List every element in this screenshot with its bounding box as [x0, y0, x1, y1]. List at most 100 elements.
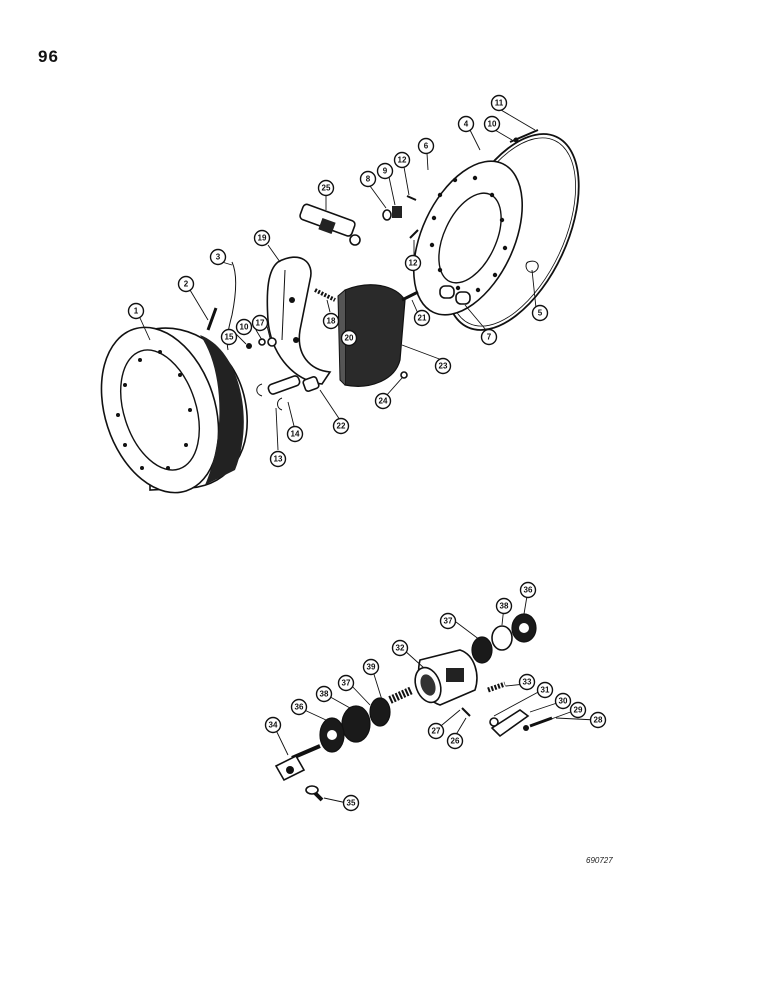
clip-spring — [525, 260, 539, 273]
svg-text:7: 7 — [487, 333, 492, 342]
callout-24: 24 — [374, 392, 392, 410]
callout-28: 28 — [589, 711, 607, 729]
callout-21: 21 — [413, 309, 431, 327]
return-spring — [314, 288, 336, 302]
svg-text:13: 13 — [274, 455, 283, 464]
small-hardware — [246, 129, 539, 411]
svg-text:35: 35 — [347, 799, 356, 808]
svg-text:12: 12 — [398, 156, 407, 165]
callout-8: 8 — [359, 170, 377, 188]
svg-text:37: 37 — [444, 617, 453, 626]
callout-36-lower: 36 — [290, 698, 308, 716]
callout-31: 31 — [536, 681, 554, 699]
callout-35: 35 — [342, 794, 360, 812]
svg-text:26: 26 — [451, 737, 460, 746]
callout-10-upper: 10 — [483, 115, 501, 133]
svg-text:14: 14 — [291, 430, 300, 439]
svg-text:3: 3 — [216, 253, 221, 262]
callout-32: 32 — [391, 639, 409, 657]
svg-text:2: 2 — [184, 280, 189, 289]
svg-text:19: 19 — [258, 234, 267, 243]
svg-text:1: 1 — [134, 307, 139, 316]
svg-text:31: 31 — [541, 686, 550, 695]
callout-9: 9 — [376, 162, 394, 180]
wheel-cylinder-assembly — [274, 613, 553, 802]
page-number: 96 — [38, 47, 59, 66]
callout-5: 5 — [531, 304, 549, 322]
callout-17: 17 — [251, 314, 269, 332]
svg-text:9: 9 — [383, 167, 388, 176]
callout-23: 23 — [434, 357, 452, 375]
callout-27: 27 — [427, 722, 445, 740]
callout-1: 1 — [127, 302, 145, 320]
callout-37-lower: 37 — [337, 674, 355, 692]
callout-20: 20 — [340, 329, 358, 347]
adjuster-assembly — [299, 203, 361, 246]
callout-3: 3 — [209, 248, 227, 266]
svg-text:33: 33 — [523, 678, 532, 687]
callout-12-top: 12 — [393, 151, 411, 169]
svg-text:4: 4 — [464, 120, 469, 129]
svg-text:17: 17 — [256, 319, 265, 328]
svg-text:11: 11 — [495, 99, 504, 108]
svg-text:38: 38 — [320, 690, 329, 699]
leader-lines — [139, 109, 537, 451]
svg-text:36: 36 — [524, 586, 533, 595]
svg-text:21: 21 — [418, 314, 427, 323]
callout-19: 19 — [253, 229, 271, 247]
callout-18: 18 — [322, 312, 340, 330]
svg-text:28: 28 — [594, 716, 603, 725]
svg-text:32: 32 — [396, 644, 405, 653]
callout-26: 26 — [446, 732, 464, 750]
callout-12-bottom: 12 — [404, 254, 422, 272]
svg-text:10: 10 — [240, 323, 249, 332]
svg-text:8: 8 — [366, 175, 371, 184]
cylinder-bosses — [439, 285, 471, 305]
brake-drum — [100, 326, 248, 494]
brake-lining — [337, 284, 406, 387]
svg-text:20: 20 — [345, 334, 354, 343]
callout-15: 15 — [220, 328, 238, 346]
svg-text:25: 25 — [322, 184, 331, 193]
svg-text:34: 34 — [269, 721, 278, 730]
reference-code: 690727 — [586, 856, 613, 865]
callout-34: 34 — [264, 716, 282, 734]
svg-text:36: 36 — [295, 703, 304, 712]
callout-37-upper: 37 — [439, 612, 457, 630]
svg-text:23: 23 — [439, 362, 448, 371]
callout-30: 30 — [554, 692, 572, 710]
drum-bolt — [206, 307, 218, 331]
svg-text:37: 37 — [342, 679, 351, 688]
svg-text:15: 15 — [225, 333, 234, 342]
callout-2: 2 — [177, 275, 195, 293]
svg-text:6: 6 — [424, 142, 429, 151]
callout-33: 33 — [518, 673, 536, 691]
callout-14: 14 — [286, 425, 304, 443]
brake-shoe — [266, 256, 332, 385]
callout-36-upper: 36 — [519, 581, 537, 599]
svg-text:18: 18 — [327, 317, 336, 326]
svg-text:29: 29 — [574, 706, 583, 715]
callout-38-upper: 38 — [495, 597, 513, 615]
callout-38-lower: 38 — [315, 685, 333, 703]
callout-11: 11 — [490, 94, 508, 112]
svg-text:39: 39 — [367, 663, 376, 672]
svg-text:5: 5 — [538, 309, 543, 318]
callout-6: 6 — [417, 137, 435, 155]
callout-29: 29 — [569, 701, 587, 719]
svg-text:12: 12 — [409, 259, 418, 268]
callout-25: 25 — [317, 179, 335, 197]
brake-spider — [412, 160, 524, 316]
callouts: 1 2 3 4 5 6 7 8 9 10 11 12 12 13 14 15 1… — [127, 94, 607, 812]
callout-13: 13 — [269, 450, 287, 468]
svg-text:27: 27 — [432, 727, 441, 736]
svg-text:22: 22 — [337, 422, 346, 431]
svg-text:10: 10 — [488, 120, 497, 129]
callout-39: 39 — [362, 658, 380, 676]
svg-text:30: 30 — [559, 697, 568, 706]
svg-text:38: 38 — [500, 602, 509, 611]
callout-4: 4 — [457, 115, 475, 133]
callout-22: 22 — [332, 417, 350, 435]
svg-text:24: 24 — [379, 397, 388, 406]
